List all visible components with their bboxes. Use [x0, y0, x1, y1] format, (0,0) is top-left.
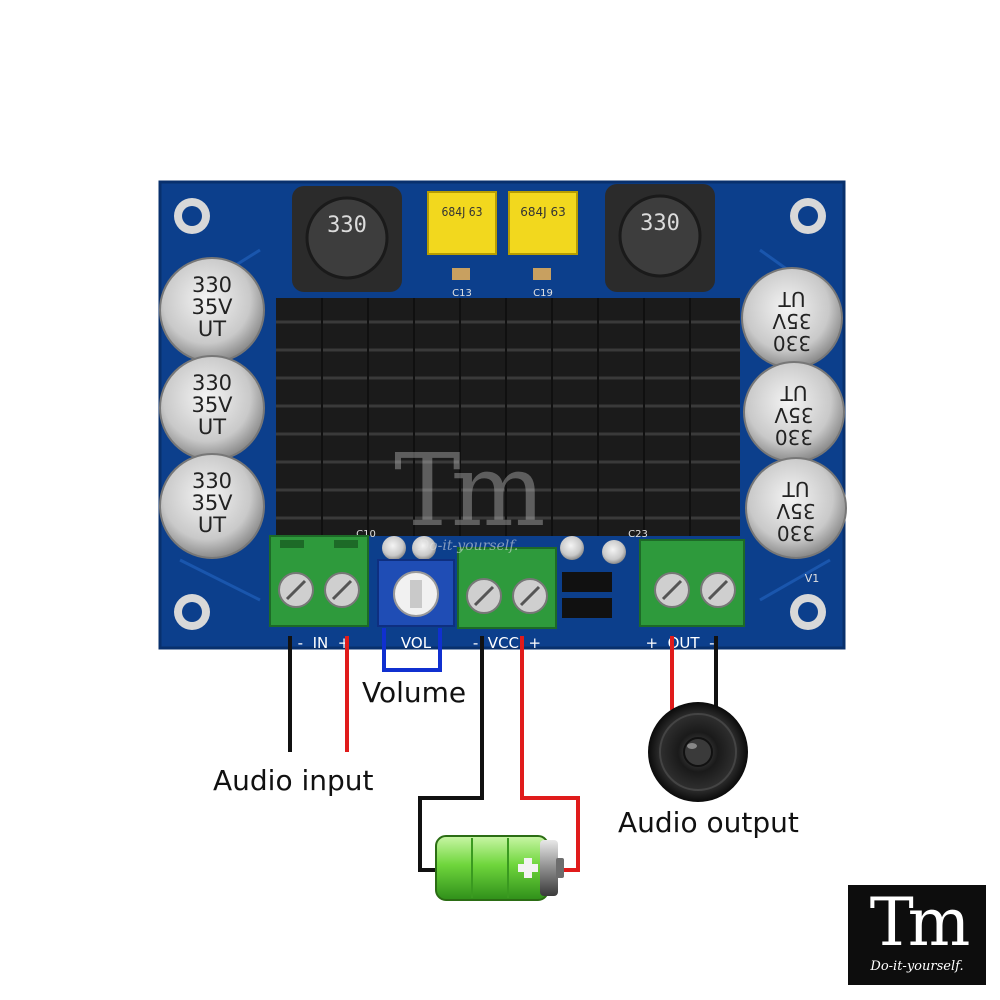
smd-component	[562, 572, 612, 592]
audio-output-label: Audio output	[618, 806, 799, 839]
ref-v1: V1	[805, 572, 820, 585]
smd-component	[562, 598, 612, 618]
terminal-out-label: + OUT -	[645, 634, 714, 652]
watermark-tagline: Do-it-yourself.	[418, 538, 519, 554]
electrolytic-capacitor-left-2: 330 35V UT	[159, 355, 265, 461]
volume-label: Volume	[362, 676, 467, 709]
inductor-left-marking: 330	[327, 213, 367, 238]
terminal-vol-label: VOL	[401, 634, 432, 652]
battery-icon	[435, 835, 564, 901]
smd-cap-c13	[452, 268, 470, 280]
svg-text:35V: 35V	[776, 499, 815, 523]
ref-c19: C19	[533, 288, 553, 299]
svg-text:330: 330	[773, 331, 811, 355]
logo-mark: Tm	[869, 884, 971, 961]
svg-text:330: 330	[192, 273, 232, 297]
brand-logo: Tm Do-it-yourself.	[848, 885, 986, 985]
film-capacitor-right-marking: 684J 63	[520, 205, 566, 219]
svg-text:UT: UT	[198, 415, 226, 439]
inductor-right-marking: 330	[640, 211, 680, 236]
electrolytic-capacitor-right-2: 330 35V UT	[743, 361, 845, 463]
svg-text:UT: UT	[782, 477, 810, 501]
small-capacitor	[412, 536, 436, 560]
terminal-block-vcc	[457, 547, 557, 629]
electrolytic-capacitor-left-1: 330 35V UT	[159, 257, 265, 363]
svg-text:UT: UT	[778, 287, 806, 311]
volume-bracket	[382, 628, 442, 672]
ref-c23: C23	[628, 529, 648, 540]
mounting-hole-bottom-left	[174, 594, 210, 630]
svg-text:330: 330	[192, 469, 232, 493]
svg-text:UT: UT	[198, 513, 226, 537]
speaker-icon	[648, 702, 748, 802]
electrolytic-capacitor-left-3: 330 35V UT	[159, 453, 265, 559]
terminal-vcc-label: - VCC +	[473, 634, 541, 652]
film-capacitor-left-marking: 684J 63	[442, 205, 483, 219]
small-capacitor	[382, 536, 406, 560]
ref-c10: C10	[356, 529, 376, 540]
film-capacitor-right: 684J 63	[508, 191, 578, 255]
mounting-hole-top-left	[174, 198, 210, 234]
terminal-in-label: - IN +	[298, 634, 351, 652]
volume-potentiometer	[377, 559, 455, 627]
inductor-right: 330	[605, 184, 715, 292]
small-capacitor	[560, 536, 584, 560]
svg-text:330: 330	[777, 521, 815, 545]
svg-text:35V: 35V	[191, 295, 233, 319]
small-capacitor	[602, 540, 626, 564]
mounting-hole-top-right	[790, 198, 826, 234]
mounting-hole-bottom-right	[790, 594, 826, 630]
svg-text:330: 330	[192, 371, 232, 395]
svg-text:35V: 35V	[774, 403, 813, 427]
svg-text:UT: UT	[780, 381, 808, 405]
terminal-block-in	[269, 535, 369, 627]
svg-text:35V: 35V	[191, 393, 233, 417]
svg-text:UT: UT	[198, 317, 226, 341]
smd-cap-c19	[533, 268, 551, 280]
wire-vcc-positive	[520, 636, 580, 872]
ref-c13: C13	[452, 288, 472, 299]
heatsink	[276, 298, 740, 536]
logo-tagline: Do-it-yourself.	[870, 959, 964, 974]
electrolytic-capacitor-right-3: 330 35V UT	[745, 457, 847, 559]
electrolytic-capacitor-right-1: 330 35V UT	[741, 267, 843, 369]
svg-text:330: 330	[775, 425, 813, 449]
terminal-block-out	[639, 539, 745, 627]
wire-vcc-negative	[418, 636, 484, 872]
film-capacitor-left: 684J 63	[427, 191, 497, 255]
svg-text:35V: 35V	[191, 491, 233, 515]
svg-text:35V: 35V	[772, 309, 811, 333]
audio-input-label: Audio input	[213, 764, 374, 797]
inductor-left: 330	[292, 186, 402, 292]
watermark-mark: Tm	[394, 432, 545, 549]
